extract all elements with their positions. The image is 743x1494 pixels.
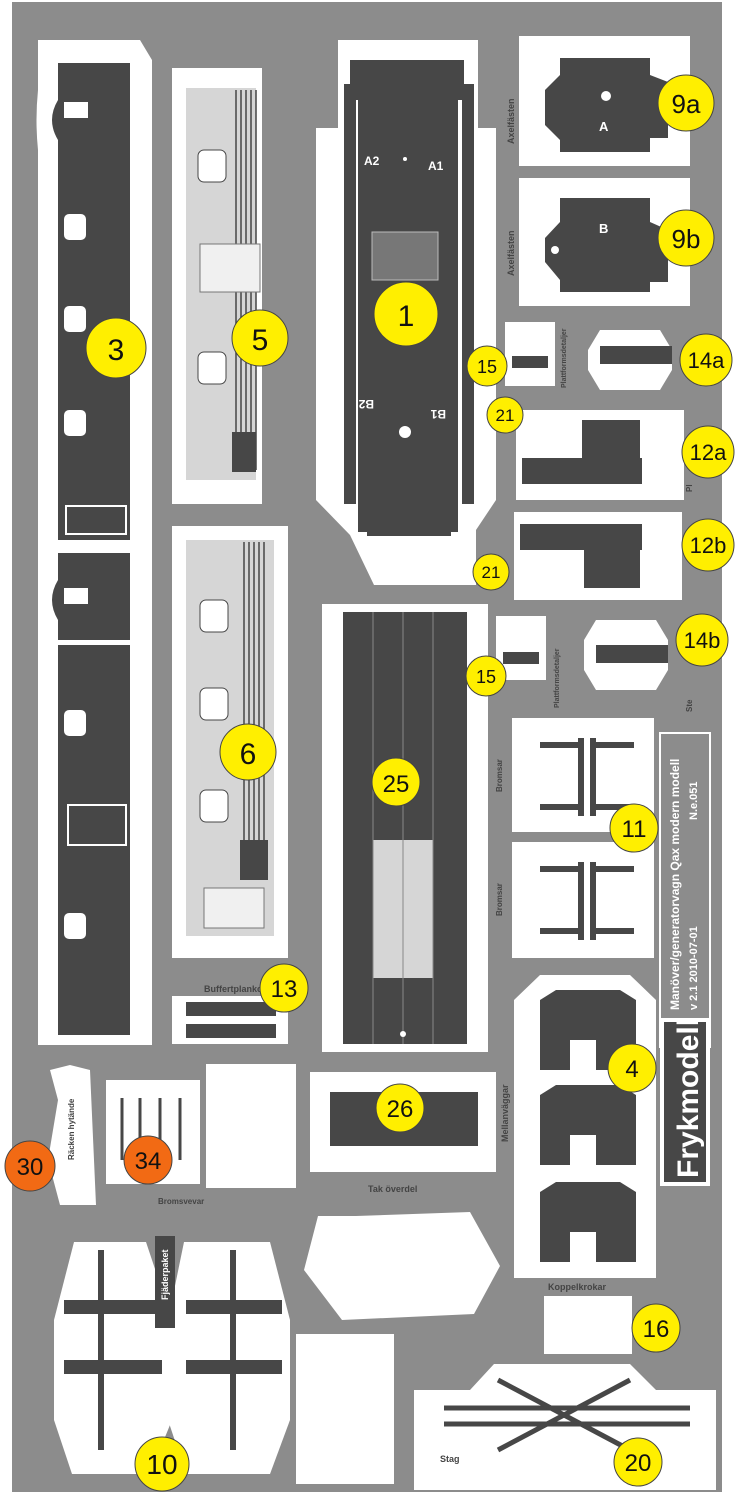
part-9b-axle-mounts: [519, 178, 690, 306]
label-axelfasten-a: Axelfästen: [506, 98, 516, 144]
marker-15-a: 15: [466, 345, 508, 387]
brand-logo: [660, 1018, 710, 1186]
sheet-version: v 2.1 2010-07-01: [688, 926, 700, 1010]
marker-26: 26: [375, 1083, 425, 1133]
marker-16: 16: [631, 1303, 681, 1353]
label-buffertplankor: Buffertplankor: [204, 984, 267, 994]
label-racken: Räcken hytände: [67, 1098, 76, 1160]
label-tak-overdel: Tak överdel: [368, 1184, 417, 1194]
marker-25: 25: [371, 757, 421, 807]
marker-21-b: 21: [472, 553, 510, 591]
svg-text:1: 1: [398, 300, 415, 333]
part-letter-a: A: [599, 119, 609, 134]
svg-text:14a: 14a: [688, 348, 725, 373]
part-14a-platform: [588, 330, 672, 390]
part-13-buffer-planks: [172, 996, 288, 1044]
brand-name: Frykmodell: [672, 1018, 705, 1178]
label-fjaderpaket: Fjäderpaket: [160, 1249, 170, 1300]
label-mellanvaggar: Mellanväggar: [500, 1084, 510, 1142]
svg-text:34: 34: [135, 1148, 162, 1175]
blank-parts: [206, 1064, 500, 1484]
svg-text:15: 15: [476, 667, 496, 687]
marker-12b: 12b: [681, 518, 735, 572]
svg-text:3: 3: [108, 334, 125, 367]
marker-5: 5: [231, 309, 289, 367]
part-11-brakes: [512, 718, 654, 958]
part-16-coupling-hooks: [544, 1296, 632, 1354]
marker-21-a: 21: [486, 396, 524, 434]
part-letter-b: B: [599, 221, 608, 236]
part-10-spring-packs: [54, 1236, 290, 1474]
svg-text:9a: 9a: [672, 89, 701, 119]
svg-text:16: 16: [643, 1316, 670, 1343]
svg-text:26: 26: [387, 1096, 414, 1123]
marker-14a: 14a: [679, 333, 733, 387]
label-ste: Ste: [685, 699, 694, 712]
svg-text:4: 4: [625, 1056, 638, 1083]
svg-text:14b: 14b: [684, 628, 721, 653]
part-letter-a2: A2: [364, 154, 380, 168]
label-stag: Stag: [440, 1454, 460, 1464]
marker-9a: 9a: [657, 74, 715, 132]
label-axelfasten-b: Axelfästen: [506, 230, 516, 276]
part-4-intermediate-walls: [514, 975, 656, 1278]
part-3-side-wall: [36, 40, 152, 1045]
marker-14b: 14b: [675, 613, 729, 667]
svg-text:25: 25: [383, 771, 410, 798]
part-letter-b1: B1: [430, 407, 446, 421]
marker-11: 11: [609, 803, 659, 853]
sheet-number: N.e.051: [688, 781, 700, 820]
svg-text:30: 30: [17, 1154, 44, 1181]
label-pl: Pl: [685, 484, 694, 492]
label-bromsar-a: Bromsar: [495, 759, 504, 792]
svg-text:12b: 12b: [690, 533, 727, 558]
svg-text:13: 13: [271, 976, 298, 1003]
svg-text:20: 20: [625, 1450, 652, 1477]
svg-text:9b: 9b: [672, 224, 701, 254]
marker-34: 34: [123, 1135, 173, 1185]
svg-text:5: 5: [252, 324, 269, 357]
part-25-roof: [322, 604, 488, 1052]
svg-text:10: 10: [146, 1449, 177, 1480]
svg-text:15: 15: [477, 357, 497, 377]
label-koppelkrokar: Koppelkrokar: [548, 1282, 607, 1292]
label-bromsar-b: Bromsar: [495, 883, 504, 916]
marker-6: 6: [219, 723, 277, 781]
part-21-brackets: [516, 426, 562, 588]
svg-text:12a: 12a: [690, 440, 727, 465]
marker-20: 20: [613, 1437, 663, 1487]
part-letter-a1: A1: [428, 159, 444, 173]
part-15-platform-a: [505, 322, 555, 386]
svg-text:21: 21: [496, 406, 515, 425]
marker-12a: 12a: [681, 425, 735, 479]
part-5-panel: [172, 68, 262, 504]
marker-13: 13: [259, 963, 309, 1013]
sheet-info-text: Manöver/generatorvagn Qax modern modell …: [668, 759, 705, 1178]
marker-1: 1: [373, 281, 439, 347]
label-plattform-a: Plattformsdetaljer: [561, 328, 568, 388]
sheet-title: Manöver/generatorvagn Qax modern modell: [668, 759, 682, 1010]
part-number-markers: 1 3 5 6 9a 9b 15 14a 21 12a 12b 21 14b 1…: [4, 74, 735, 1492]
label-bromsvevar: Bromsvevar: [158, 1197, 204, 1206]
marker-15-b: 15: [465, 655, 507, 697]
part-letter-b2: B2: [358, 397, 374, 411]
marker-3: 3: [85, 317, 147, 379]
part-30-railing: [48, 1065, 96, 1205]
marker-4: 4: [607, 1043, 657, 1093]
part-12b-platform-parts: [514, 512, 682, 600]
svg-text:21: 21: [482, 563, 501, 582]
printed-labels: Axelfästen Axelfästen Plattformsdetaljer…: [67, 98, 694, 1464]
label-plattform-b: Plattformsdetaljer: [554, 648, 561, 708]
svg-text:11: 11: [622, 816, 647, 843]
part-14b-platform: [584, 620, 668, 690]
marker-9b: 9b: [657, 209, 715, 267]
part-letters: A2 A1 B2 B1 A B: [358, 119, 609, 421]
marker-10: 10: [134, 1436, 190, 1492]
marker-30: 30: [4, 1140, 56, 1192]
svg-text:6: 6: [240, 738, 257, 771]
part-12a-platform-parts: [516, 410, 684, 500]
